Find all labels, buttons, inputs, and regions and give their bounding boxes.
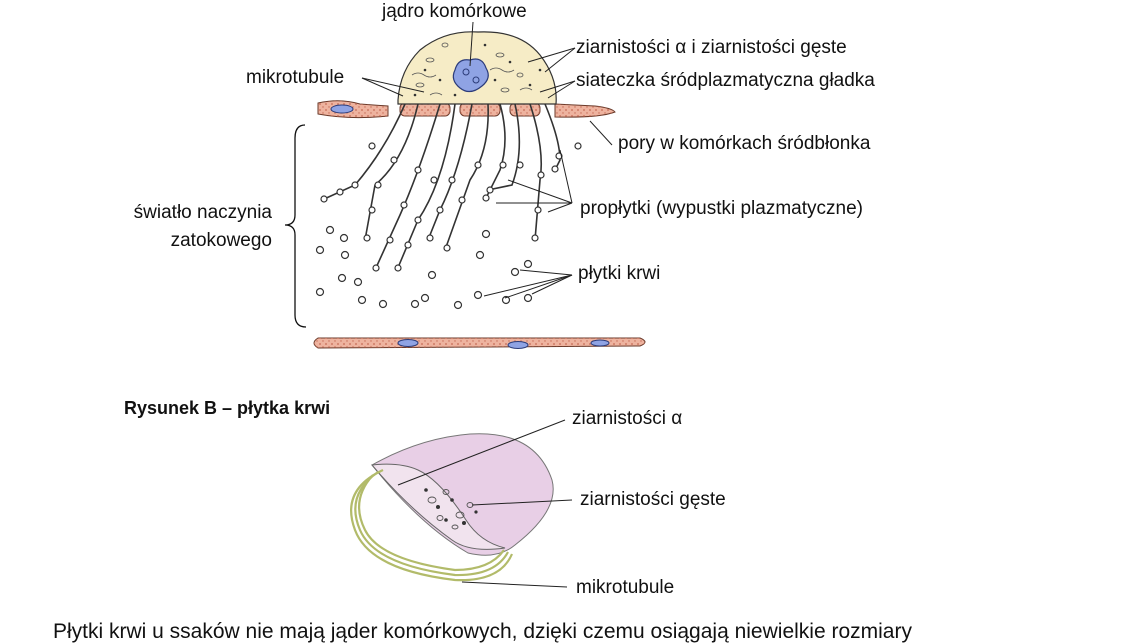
label-smooth-er: siateczka śródplazmatyczna gładka [576, 70, 875, 91]
lumen-brace [284, 124, 307, 328]
label-alpha-granules: ziarnistości α [572, 408, 683, 429]
label-microtubules-b: mikrotubule [576, 577, 675, 598]
label-endothelial-pores: pory w komórkach śródbłonka [618, 133, 871, 154]
caption-text: Płytki krwi u ssaków nie mają jąder komó… [53, 620, 912, 643]
label-lumen-line2: zatokowego [170, 230, 272, 251]
free-platelets [315, 225, 533, 310]
label-platelets: płytki krwi [578, 263, 661, 284]
label-proplatelets: propłytki (wypustki plazmatyczne) [580, 198, 863, 219]
label-granules: ziarnistości α i ziarnistości gęste [576, 37, 847, 58]
leader-lines-a [361, 21, 613, 299]
label-microtubules-a: mikrotubule [246, 67, 345, 88]
endothelium-bottom [313, 337, 646, 349]
figure-b-title: Rysunek B – płytka krwi [124, 398, 331, 418]
label-dense-granules: ziarnistości gęste [580, 489, 726, 510]
label-nucleus: jądro komórkowe [382, 1, 527, 22]
leader-lines-b [397, 419, 573, 588]
platelet-b [350, 433, 554, 582]
label-lumen-line1: światło naczynia [133, 202, 272, 223]
platelet-buds [320, 142, 582, 272]
nucleus [452, 58, 489, 93]
endothelium-top [317, 100, 616, 119]
